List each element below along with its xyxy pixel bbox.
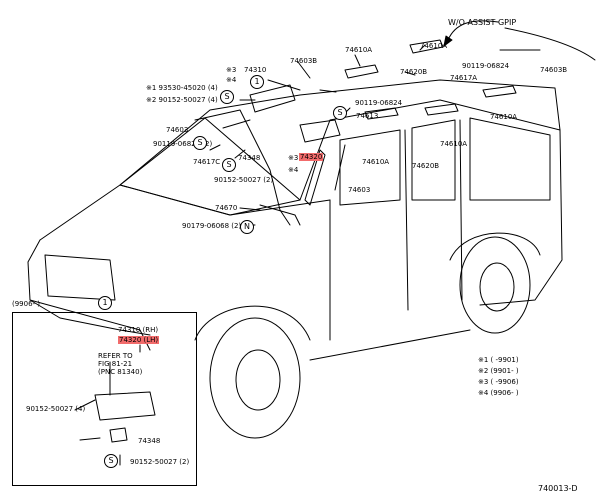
part-74320-highlight: 74320 <box>299 153 324 161</box>
assist-arrowhead <box>443 35 453 47</box>
visor-right <box>299 119 341 143</box>
front-wheel <box>209 317 301 439</box>
assist-arrow <box>447 20 499 41</box>
part-90152-50027-b: 90152-50027 (2) <box>214 176 274 184</box>
part-74320-mark: ※3 <box>288 154 299 162</box>
legend-item-2: ※2 (9901- ) <box>478 367 519 375</box>
rear-wheel <box>459 236 531 334</box>
part-74603-1: 74603 <box>166 126 189 134</box>
windshield <box>119 117 301 216</box>
inset-refer-line-1: REFER TO <box>98 352 133 360</box>
side-body <box>299 99 563 306</box>
part-74610A-1: 74610A <box>345 46 373 54</box>
part-74310-note: ※4 <box>226 76 237 84</box>
rocker-line <box>309 329 471 361</box>
marker-s-3: S <box>222 158 236 172</box>
part-74610A-4: 74610A <box>440 140 468 148</box>
part-74603-2: 74603 <box>348 186 371 194</box>
inset-clip <box>109 427 128 443</box>
marker-s-2: S <box>193 136 207 150</box>
part-74603B-right: 74603B <box>540 66 568 74</box>
part-74603B-top: 74603B <box>290 57 318 65</box>
inset-74310-rh: 74310 (RH) <box>118 326 159 334</box>
grip-2 <box>409 39 444 54</box>
marker-s-4: S <box>333 106 347 120</box>
grip-5 <box>482 85 517 98</box>
inset-marker-s: S <box>104 454 118 468</box>
marker-n-1: N <box>240 220 254 234</box>
inset-74320-lh-highlight: 74320 (LH) <box>118 336 160 344</box>
visor-left <box>249 84 296 113</box>
inset-refer-line-3: (PNC 81340) <box>98 368 143 376</box>
front-fender <box>194 305 311 341</box>
pillar-rear <box>334 144 346 191</box>
inset-90152-50027-a: 90152-50027 (4) <box>26 405 86 413</box>
roof-line <box>119 79 561 186</box>
assist-inset-arc <box>504 27 596 61</box>
grip-1 <box>344 64 379 79</box>
part-74348: 74348 <box>238 154 261 162</box>
part-90119-06824-b: 90119-06824 <box>355 99 403 107</box>
rear-rail <box>259 204 301 226</box>
legend-item-1: ※1 ( -9901) <box>478 356 519 364</box>
marker-s-1: S <box>220 90 234 104</box>
part-74610A-2: 74610A <box>420 42 448 50</box>
figure-code: 740013-D <box>538 484 578 493</box>
marker-one-a: 1 <box>250 75 264 89</box>
part-74617A: 74617A <box>450 74 478 82</box>
part-74617C: 74617C <box>193 158 221 166</box>
rear-wheel-hub <box>479 262 515 312</box>
inset-74348: 74348 <box>138 437 161 445</box>
side-window-2 <box>411 119 456 201</box>
legend-item-3: ※3 ( -9906) <box>478 378 519 386</box>
part-74670: 74670 <box>215 204 238 212</box>
pillar-trim <box>304 149 326 206</box>
front-outline <box>27 239 151 336</box>
grip-4 <box>424 103 459 116</box>
part-74610A-3: 74610A <box>362 158 390 166</box>
part-74320-note: ※4 <box>288 166 299 174</box>
inset-90152-50027-b: 90152-50027 (2) <box>130 458 190 466</box>
part-90152-50027-a: ※2 90152-50027 (4) <box>146 96 218 104</box>
part-90179-06068: 90179-06068 (2) <box>182 222 242 230</box>
inset-date-range: (9906- ) <box>12 300 41 308</box>
part-74620B-2: 74620B <box>412 162 440 170</box>
inset-box <box>12 312 197 486</box>
legend: ※1 ( -9901) ※2 (9901- ) ※3 ( -9906) ※4 (… <box>478 356 519 400</box>
part-74620B-1: 74620B <box>400 68 428 76</box>
part-90119-06824-c: 90119-06824 (2) <box>153 140 213 148</box>
inset-visor <box>94 391 156 421</box>
legend-item-4: ※4 (9906- ) <box>478 389 519 397</box>
part-74613: 74613 <box>356 112 379 120</box>
grip-3 <box>364 107 399 120</box>
assist-grip-label: W/O ASSIST GPIP <box>448 18 517 27</box>
front-wheel-hub <box>235 349 281 411</box>
part-74310-mark: ※3 <box>226 66 237 74</box>
grille <box>44 254 116 301</box>
side-window-1 <box>339 129 401 206</box>
interior-rail <box>194 109 291 226</box>
part-93530-45020: ※1 93530-45020 (4) <box>146 84 218 92</box>
inset-refer-line-2: FIG 81-21 <box>98 360 133 368</box>
rear-fender <box>449 232 541 261</box>
rear-window <box>469 117 551 201</box>
part-90119-06824-a: 90119-06824 <box>462 62 510 70</box>
part-74310: 74310 <box>244 66 267 74</box>
inset-marker-one: 1 <box>98 296 112 310</box>
door-line-2 <box>404 129 409 311</box>
part-74610A-5: 74610A <box>490 113 518 121</box>
